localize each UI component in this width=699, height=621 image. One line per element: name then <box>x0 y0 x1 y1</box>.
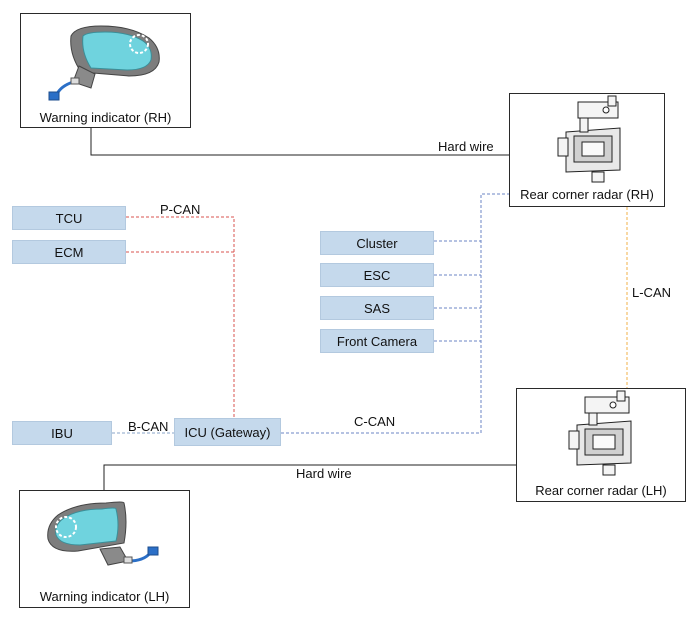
hard-wire-rh-label: Hard wire <box>438 139 494 154</box>
ecm-label: ECM <box>54 244 84 260</box>
ibu-module: IBU <box>12 421 112 445</box>
hard-wire-rh-line <box>90 128 509 156</box>
sas-module: SAS <box>320 296 434 320</box>
esc-module: ESC <box>320 263 434 287</box>
front-camera-module: Front Camera <box>320 329 434 353</box>
hard-wire-lh-label: Hard wire <box>296 466 352 481</box>
warning-indicator-rh-label: Warning indicator (RH) <box>39 110 172 125</box>
radar-lh-icon <box>568 390 632 476</box>
c-can-label: C-CAN <box>354 414 396 429</box>
esc-label: ESC <box>363 267 391 283</box>
rear-corner-radar-lh-label: Rear corner radar (LH) <box>535 483 667 498</box>
side-mirror-lh-icon <box>47 501 159 566</box>
sas-label: SAS <box>363 300 390 316</box>
rear-corner-radar-rh-label: Rear corner radar (RH) <box>520 187 654 202</box>
p-can-label: P-CAN <box>160 202 201 217</box>
cluster-label: Cluster <box>356 235 398 251</box>
ibu-label: IBU <box>51 425 73 441</box>
tcu-module: TCU <box>12 206 126 230</box>
front-camera-label: Front Camera <box>336 333 418 349</box>
rear-corner-radar-rh-frame: Rear corner radar (RH) <box>509 93 665 207</box>
hard-wire-lh-line <box>103 464 516 490</box>
warning-indicator-rh-frame: Warning indicator (RH) <box>20 13 191 128</box>
cluster-module: Cluster <box>320 231 434 255</box>
rear-corner-radar-lh-frame: Rear corner radar (LH) <box>516 388 686 502</box>
l-can-label: L-CAN <box>632 285 672 300</box>
c-can-bus <box>281 193 510 434</box>
b-can-label: B-CAN <box>128 419 169 434</box>
icu-gateway-label: ICU (Gateway) <box>184 424 271 440</box>
warning-indicator-lh-frame: Warning indicator (LH) <box>19 490 190 608</box>
warning-indicator-lh-label: Warning indicator (LH) <box>39 589 170 604</box>
ecm-module: ECM <box>12 240 126 264</box>
p-can-bus <box>126 216 235 418</box>
tcu-label: TCU <box>55 210 83 226</box>
icu-gateway-module: ICU (Gateway) <box>174 418 281 446</box>
side-mirror-rh-icon <box>48 25 160 101</box>
radar-rh-icon <box>557 95 621 183</box>
